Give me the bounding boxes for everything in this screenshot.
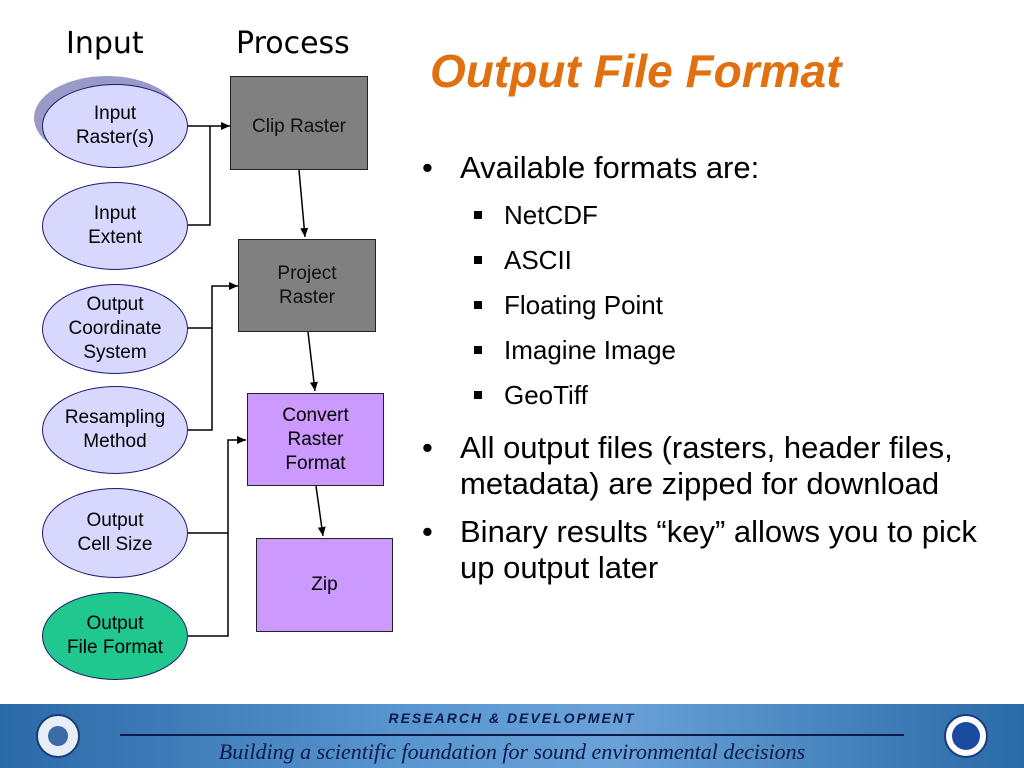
bullet-item: •All output files (rasters, header files… <box>422 430 953 501</box>
zip-label: Zip <box>311 574 338 595</box>
sub-bullet-text: NetCDF <box>504 200 598 230</box>
output-coordinate-system-label: Output Coordinate System <box>68 294 162 363</box>
footer-banner: RESEARCH & DEVELOPMENT Building a scient… <box>0 704 1024 768</box>
sub-bullet-item: NetCDF <box>418 200 1018 230</box>
bullet-item: •Available formats are: <box>422 150 760 185</box>
project-raster-label: Project Raster <box>277 263 337 308</box>
connector-convert-to-zip <box>315 485 326 537</box>
resampling-method-node: Resampling Method <box>42 386 188 474</box>
sub-bullet-text: Imagine Image <box>504 335 676 365</box>
connector-clip-to-project <box>298 169 309 238</box>
input-rasters-label: Input Raster(s) <box>75 103 155 148</box>
clip-raster-label: Clip Raster <box>252 116 346 137</box>
epa-seal-icon <box>36 714 80 758</box>
output-cell-size-label: Output Cell Size <box>77 510 153 555</box>
connector-coordinate-system <box>188 282 238 329</box>
footer-tagline: Building a scientific foundation for sou… <box>218 739 806 764</box>
zip-box: Zip <box>256 538 393 632</box>
sub-bullet-text: ASCII <box>504 245 572 275</box>
flow-connectors <box>188 122 326 637</box>
connector-input-extent <box>188 126 211 226</box>
connector-resampling <box>188 328 213 431</box>
bullet-text: Binary results “key” allows you to pick … <box>460 514 977 585</box>
project-raster-box: Project Raster <box>238 239 376 332</box>
bullet-text: Available formats are: <box>460 150 760 185</box>
output-file-format-label: Output File Format <box>66 613 164 658</box>
convert-raster-format-label: Convert Raster Format <box>282 404 349 474</box>
slide-title: Output File Format <box>430 45 842 97</box>
bullet-list: •Available formats are: NetCDF ASCII Flo… <box>418 150 1018 594</box>
convert-raster-format-box: Convert Raster Format <box>247 393 384 486</box>
connector-project-to-convert <box>307 331 318 392</box>
connector-file-format <box>188 533 229 637</box>
sub-bullet-text: GeoTiff <box>504 380 588 410</box>
output-cell-size-node: Output Cell Size <box>42 488 188 578</box>
sub-bullet-text: Floating Point <box>504 290 663 320</box>
noaa-logo-icon <box>944 714 988 758</box>
sub-bullet-item: Floating Point <box>418 290 1018 320</box>
output-coordinate-system-node: Output Coordinate System <box>42 284 188 374</box>
footer-divider <box>120 734 904 736</box>
input-column-heading: Input <box>66 26 144 61</box>
bullet-text: All output files (rasters, header files,… <box>460 430 953 501</box>
sub-bullet-item: ASCII <box>418 245 1018 275</box>
clip-raster-box: Clip Raster <box>230 76 368 170</box>
resampling-method-label: Resampling Method <box>64 407 166 452</box>
output-file-format-node: Output File Format <box>42 592 188 680</box>
input-rasters-node: Input Raster(s) <box>42 84 188 168</box>
process-column-heading: Process <box>236 26 350 61</box>
sub-bullet-item: GeoTiff <box>418 380 1018 410</box>
connector-cell-size <box>188 436 246 534</box>
bullet-item: •Binary results “key” allows you to pick… <box>422 514 977 585</box>
input-extent-label: Input Extent <box>88 203 142 248</box>
footer-heading: RESEARCH & DEVELOPMENT <box>388 710 636 726</box>
input-extent-node: Input Extent <box>42 182 188 270</box>
sub-bullet-item: Imagine Image <box>418 335 1018 365</box>
